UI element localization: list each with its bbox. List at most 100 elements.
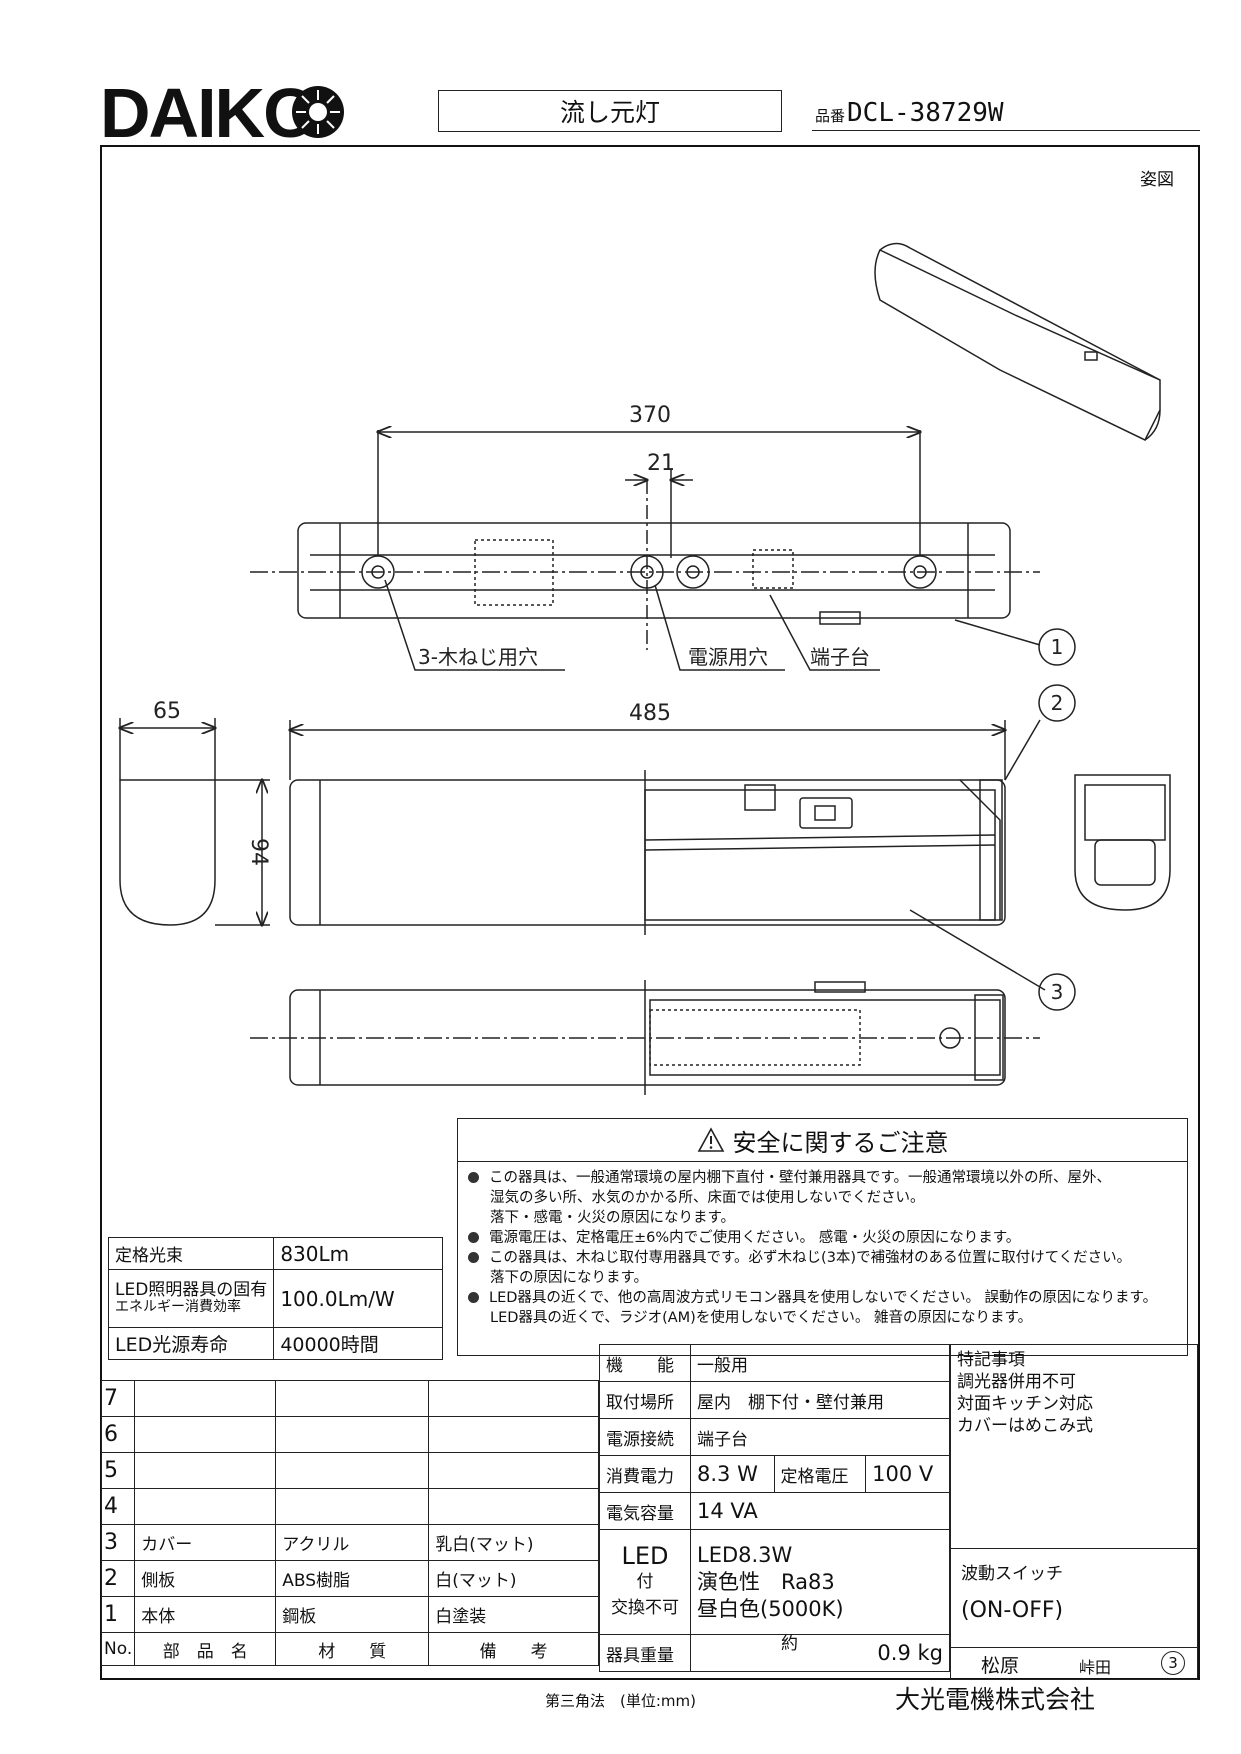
part-no: 4 [100, 1488, 136, 1525]
label-screw-holes: 3-木ねじ用穴 [418, 645, 538, 669]
part-remarks: 白塗装 [428, 1596, 599, 1633]
capacity-label: 電気容量 [599, 1492, 691, 1530]
spec-table: 機 能 一般用 取付場所 屋内 棚下付・壁付兼用 電源接続 端子台 消費電力 8… [599, 1344, 950, 1672]
led-value-1: LED8.3W [697, 1542, 793, 1567]
bullet-icon [468, 1172, 479, 1183]
efficiency-label: LED照明器具の固有 エネルギー消費効率 [107, 1269, 275, 1328]
part-remarks: 白(マット) [428, 1560, 599, 1597]
callout-3: 3 [1051, 980, 1064, 1004]
safety-line-text: 落下・感電・火災の原因になります。 [490, 1210, 736, 1226]
weight-value: 0.9 kg [877, 1641, 943, 1665]
bottom-view [250, 980, 1040, 1095]
callout-2: 2 [1051, 691, 1064, 715]
mounting-label: 取付場所 [599, 1381, 691, 1419]
part-name [134, 1452, 277, 1489]
part-number-value: DCL-38729W [847, 98, 1004, 128]
part-name [134, 1416, 277, 1453]
logo-sun-icon [292, 86, 344, 138]
led-label-3: 交換不可 [611, 1598, 679, 1618]
safety-line-text: LED器具の近くで、他の高周波方式リモコン器具を使用しないでください。 誤動作の… [489, 1290, 1158, 1306]
dim-height: 94 [246, 838, 271, 866]
document-title: 流し元灯 [438, 90, 782, 132]
part-number-underline [812, 130, 1200, 131]
part-remarks [428, 1488, 599, 1525]
safety-line-text: この器具は、木ねじ取付専用器具です。必ず木ねじ(3本)で補強材のある位置に取付け… [489, 1250, 1132, 1266]
bullet-icon [468, 1252, 479, 1263]
part-no: 6 [100, 1416, 136, 1453]
dim-length: 485 [629, 701, 671, 726]
safety-line-text: 電源電圧は、定格電圧±6%内でご使用ください。 感電・火災の原因になります。 [489, 1230, 1021, 1246]
safety-line: LED器具の近くで、ラジオ(AM)を使用しないでください。 雑音の原因になります… [468, 1308, 1177, 1328]
technical-drawing: 370 21 485 65 94 3-木ねじ用穴 電源用穴 端子台 1 2 3 [0, 242, 1171, 1095]
safety-line: 落下・感電・火災の原因になります。 [468, 1208, 1177, 1228]
led-label-1: LED [621, 1542, 669, 1570]
sheet-number: 3 [1161, 1651, 1185, 1675]
led-values: LED8.3W 演色性 Ra83 昼白色(5000K) [690, 1529, 950, 1635]
warning-icon [697, 1127, 724, 1152]
weight-approx: 約 [781, 1634, 798, 1654]
part-material [275, 1488, 430, 1525]
mounting-value: 屋内 棚下付・壁付兼用 [690, 1381, 950, 1419]
label-terminal: 端子台 [810, 645, 870, 669]
parts-header-row: No. 部 品 名 材 質 備 考 [100, 1632, 599, 1666]
signature-box: 松原 峠田 3 [950, 1648, 1198, 1680]
safety-line: この器具は、木ねじ取付専用器具です。必ず木ねじ(3本)で補強材のある位置に取付け… [468, 1248, 1177, 1268]
side-profile-view [119, 779, 216, 926]
safety-notice: 安全に関するご注意 この器具は、一般通常環境の屋内棚下直付・壁付兼用器具です。一… [457, 1118, 1188, 1356]
dim-power-hole-offset: 21 [647, 451, 675, 476]
function-value: 一般用 [690, 1344, 950, 1382]
notes-item-1: 調光器併用不可 [957, 1372, 1076, 1392]
part-no: 7 [100, 1380, 136, 1417]
header-remarks: 備 考 [428, 1632, 599, 1666]
switch-box: 波動スイッチ (ON-OFF) [950, 1549, 1198, 1648]
weight-cell: 約 0.9 kg [690, 1634, 950, 1672]
bullet-icon [468, 1232, 479, 1243]
part-material: ABS樹脂 [275, 1560, 430, 1597]
part-number-label: 品番 [815, 107, 846, 125]
part-name [134, 1380, 277, 1417]
rated-flux-value: 830Lm [273, 1237, 443, 1270]
table-row: 4 [100, 1488, 599, 1525]
part-name: 側板 [134, 1560, 277, 1597]
power-value: 8.3 W [690, 1455, 775, 1493]
part-no: 3 [100, 1524, 136, 1561]
notes-item-3: カバーはめこみ式 [957, 1416, 1093, 1436]
perspective-view [874, 242, 1161, 441]
checker: 峠田 [1079, 1658, 1112, 1677]
safety-line-text: この器具は、一般通常環境の屋内棚下直付・壁付兼用器具です。一般通常環境以外の所、… [489, 1170, 1112, 1186]
part-number: 品番DCL-38729W [815, 98, 1004, 128]
power-label: 消費電力 [599, 1455, 691, 1493]
front-view [289, 770, 1006, 935]
part-remarks [428, 1380, 599, 1417]
safety-line-text: 落下の原因になります。 [490, 1270, 649, 1286]
header-material: 材 質 [275, 1632, 430, 1666]
part-no: 1 [100, 1596, 136, 1633]
part-remarks [428, 1452, 599, 1489]
part-remarks [428, 1416, 599, 1453]
led-value-2: 演色性 Ra83 [697, 1569, 835, 1594]
notes-heading: 特記事項 [957, 1350, 1025, 1370]
rated-flux-label: 定格光束 [107, 1237, 275, 1270]
part-name: 本体 [134, 1596, 277, 1633]
part-material: アクリル [275, 1524, 430, 1561]
company-name: 大光電機株式会社 [895, 1685, 1096, 1714]
switch-value: (ON-OFF) [961, 1598, 1064, 1623]
figure-label: 姿図 [1140, 170, 1174, 190]
part-material [275, 1380, 430, 1417]
capacity-value: 14 VA [690, 1492, 950, 1530]
part-no: 2 [100, 1560, 136, 1597]
connection-label: 電源接続 [599, 1418, 691, 1456]
safety-line: LED器具の近くで、他の高周波方式リモコン器具を使用しないでください。 誤動作の… [468, 1288, 1177, 1308]
part-material [275, 1452, 430, 1489]
table-row: 6 [100, 1416, 599, 1453]
projection-note: 第三角法 (単位:mm) [545, 1692, 696, 1710]
led-label: LED 付 交換不可 [599, 1529, 691, 1635]
header-name: 部 品 名 [134, 1632, 277, 1666]
lifetime-label: LED光源寿命 [107, 1327, 275, 1360]
function-label: 機 能 [599, 1344, 691, 1382]
safety-line-text: LED器具の近くで、ラジオ(AM)を使用しないでください。 雑音の原因になります… [490, 1310, 1033, 1326]
safety-line-text: 湿気の多い所、水気のかかる所、床面では使用しないでください。 [490, 1190, 925, 1206]
voltage-value: 100 V [865, 1455, 950, 1493]
